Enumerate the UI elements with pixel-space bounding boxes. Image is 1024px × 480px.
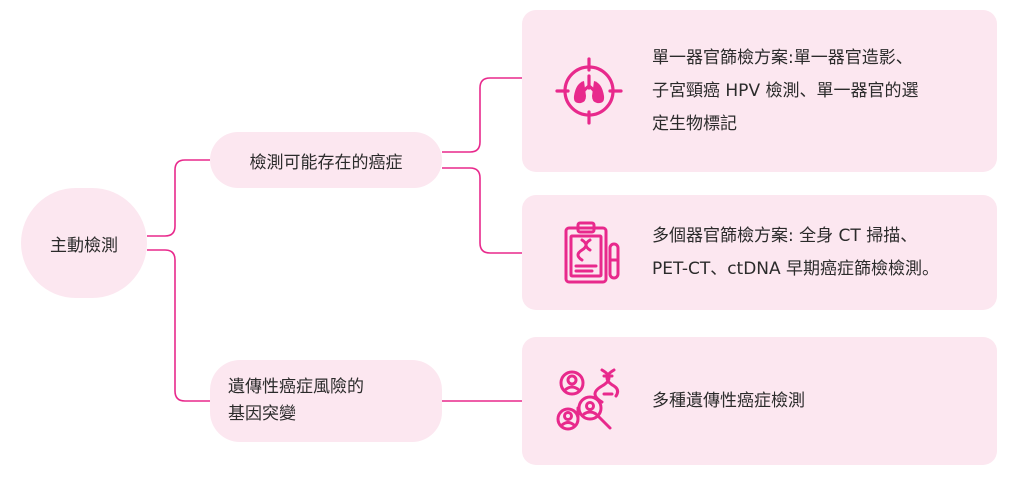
lung-target-icon [555, 57, 623, 125]
connector-root-branch1 [147, 159, 210, 237]
leaf-text: 多種遺傳性癌症檢測 [652, 391, 805, 411]
root-node: 主動檢測 [21, 188, 147, 298]
dna-people-search-icon [556, 368, 620, 431]
connector-root-branch2 [147, 249, 210, 402]
branch-node-detect-cancer: 檢測可能存在的癌症 [210, 132, 442, 188]
clipboard-dna-icon [564, 221, 620, 283]
connector-branch1-leaf1 [442, 77, 522, 153]
connector-branch1-leaf2 [442, 167, 522, 254]
branch-label: 遺傳性癌症風險的 基因突變 [228, 377, 364, 424]
leaf-text: 單一器官篩檢方案:單一器官造影、 子宮頸癌 HPV 檢測、單一器官的選 定生物標… [652, 47, 919, 134]
leaf-hereditary-testing: 多種遺傳性癌症檢測 [522, 337, 997, 465]
branch-node-hereditary-mutation: 遺傳性癌症風險的 基因突變 [210, 360, 442, 442]
root-label: 主動檢測 [50, 235, 118, 256]
leaf-text: 多個器官篩檢方案: 全身 CT 掃描、 PET-CT、ctDNA 早期癌症篩檢檢… [652, 225, 940, 279]
leaf-single-organ-screening: 單一器官篩檢方案:單一器官造影、 子宮頸癌 HPV 檢測、單一器官的選 定生物標… [522, 10, 997, 172]
branch-label: 檢測可能存在的癌症 [249, 152, 403, 173]
leaf-multi-organ-screening: 多個器官篩檢方案: 全身 CT 掃描、 PET-CT、ctDNA 早期癌症篩檢檢… [522, 195, 997, 310]
